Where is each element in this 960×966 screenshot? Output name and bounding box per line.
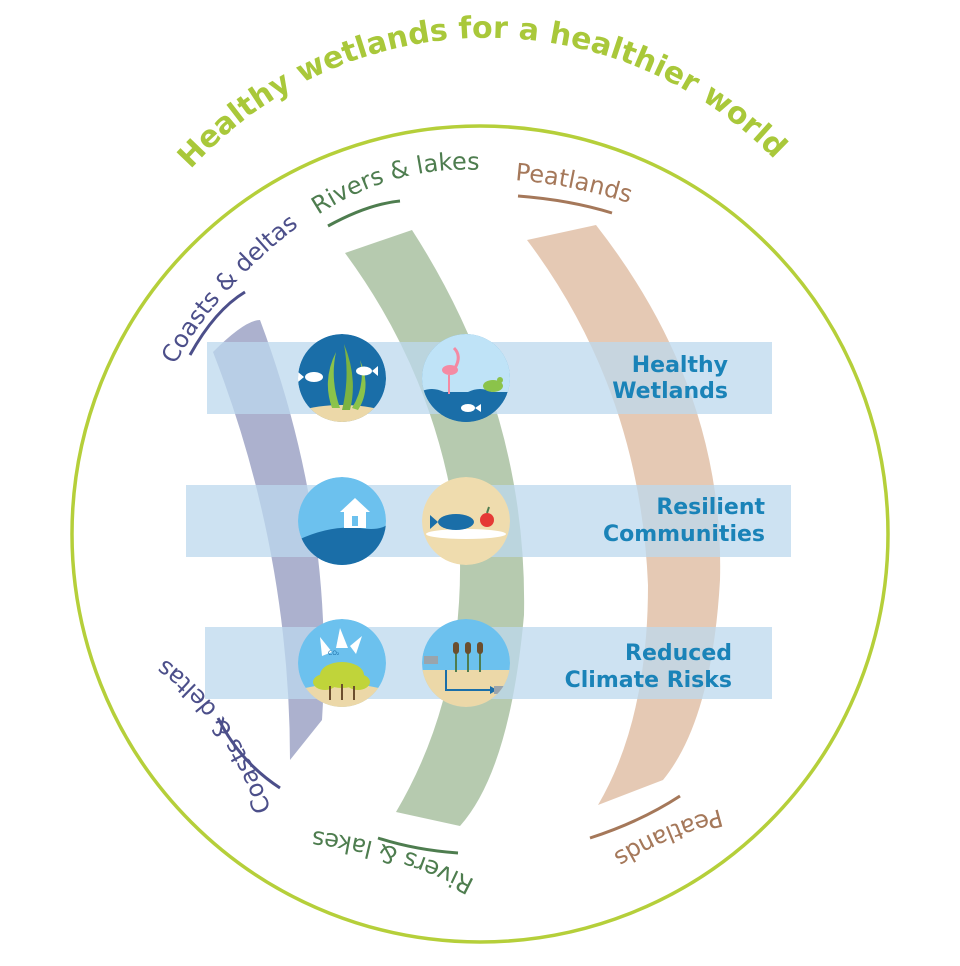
row-label-climate-risks: Climate Risks: [565, 668, 732, 693]
peatlands-top-divider: [517, 194, 613, 215]
trees-co2-icon: CO₂: [298, 619, 386, 707]
peatlands-top-label: Peatlands: [514, 158, 635, 209]
peatlands-bottom-divider: [589, 794, 681, 840]
row-label-communities: Communities: [603, 522, 765, 547]
coasts-bottom-divider: [216, 717, 281, 790]
coasts-top-divider: [188, 290, 246, 356]
outer-ring: [70, 124, 890, 944]
rivers-bottom-divider: [377, 836, 459, 855]
diagram-title: Healthy wetlands for a healthier world: [171, 11, 794, 175]
rivers-top-divider: [327, 199, 401, 228]
row-label-wetlands: Wetlands: [612, 379, 728, 404]
reeds-water-icon: [422, 619, 510, 707]
peatlands-bottom-label: Peatlands: [610, 803, 726, 873]
fish-apple-icon: [422, 477, 510, 565]
rivers-bottom-label: Rivers & lakes: [310, 825, 478, 900]
row-label-healthy: Healthy: [632, 353, 728, 378]
rivers-top-label: Rivers & lakes: [307, 147, 481, 220]
co2-label: CO₂: [328, 650, 340, 657]
row-label-reduced: Reduced: [625, 641, 732, 666]
row-label-resilient: Resilient: [656, 495, 765, 520]
